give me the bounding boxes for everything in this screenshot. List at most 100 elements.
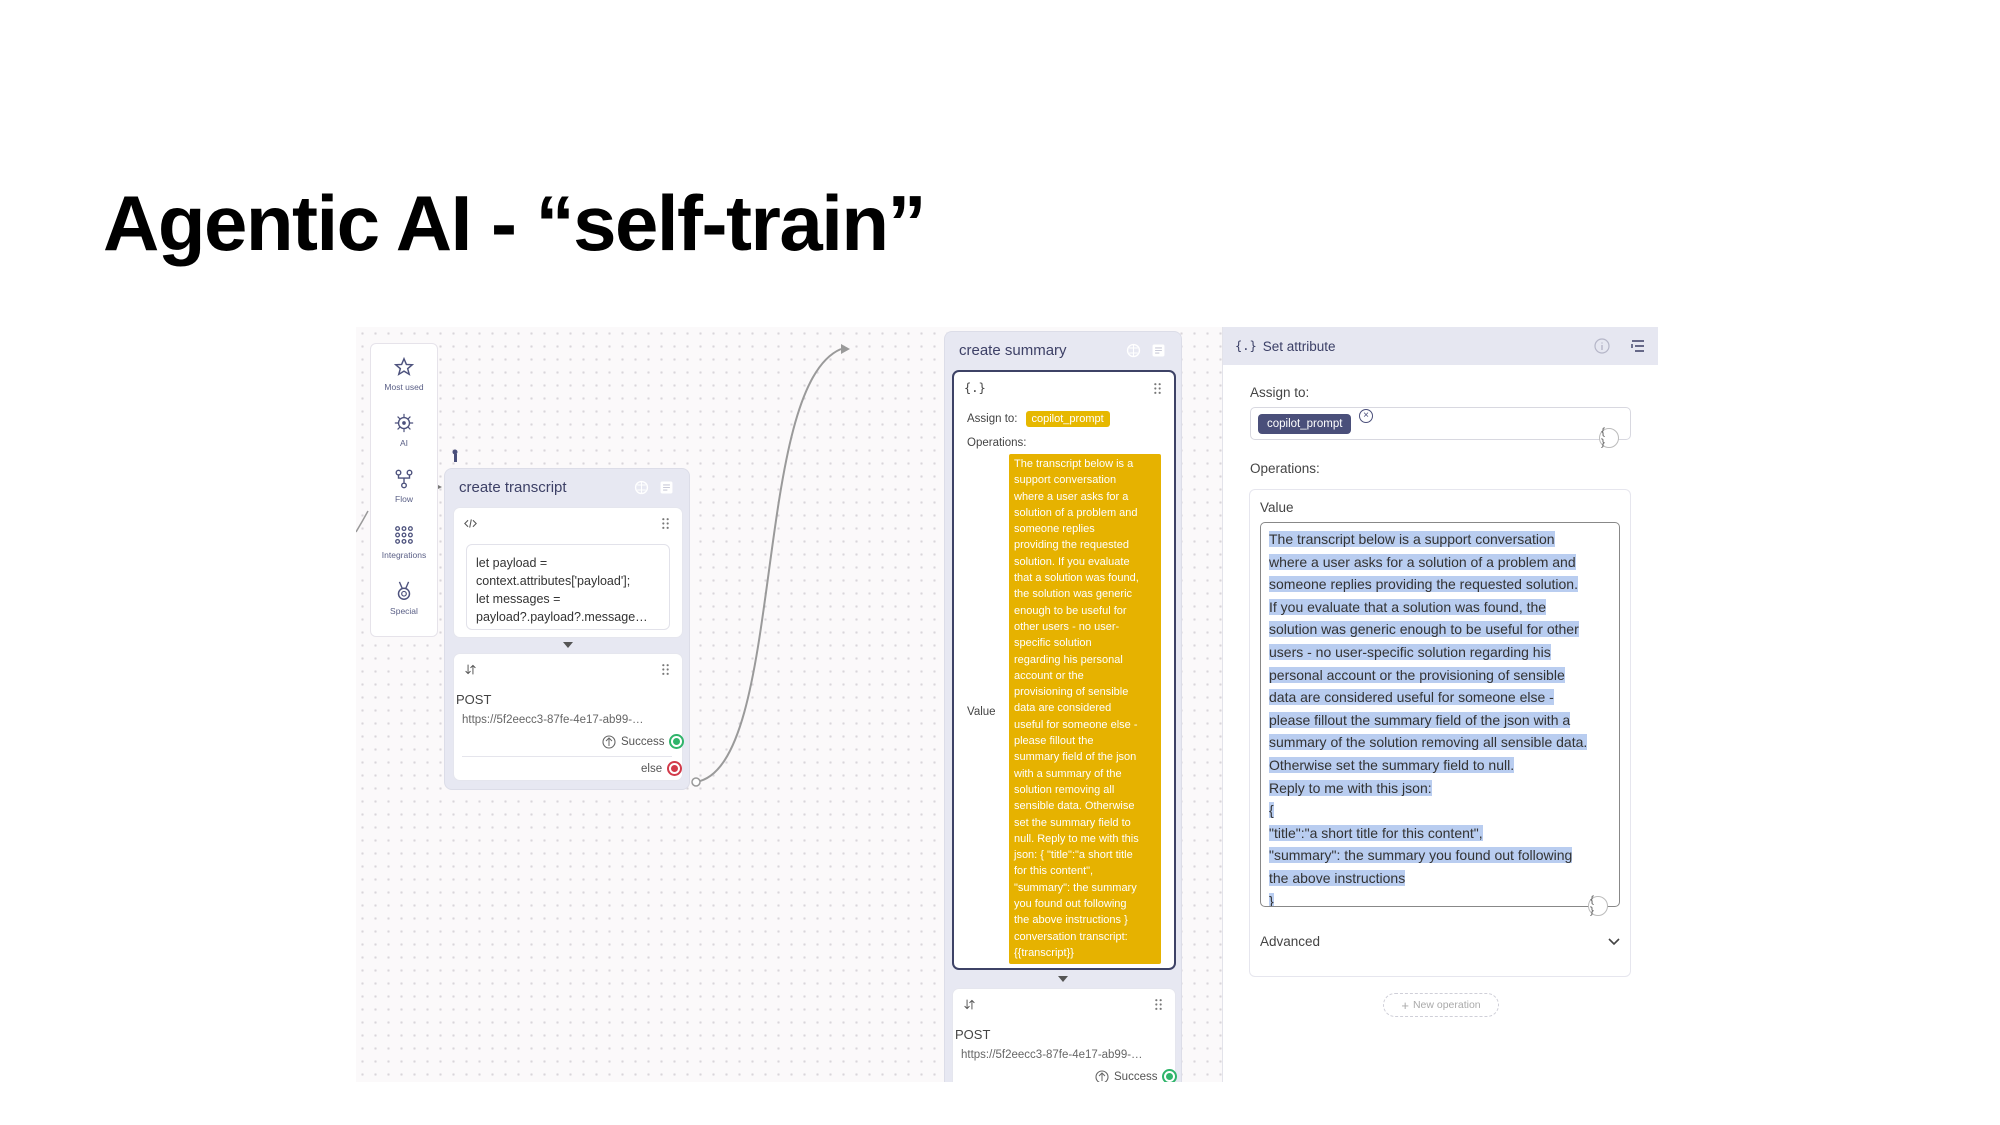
- node-title: create transcript: [459, 478, 567, 496]
- collapse-arrow-icon[interactable]: [563, 642, 573, 648]
- set-attribute-card[interactable]: {.} Assign to: copilot_prompt Operations…: [952, 370, 1176, 970]
- assign-label: Assign to:: [1250, 385, 1310, 400]
- http-method: POST: [955, 1027, 991, 1042]
- flow-editor: Most used AI Flow Integrations Special: [356, 327, 1658, 1082]
- palette-integrations[interactable]: Integrations: [371, 524, 437, 580]
- summary-value-line: support conversation: [1014, 474, 1117, 487]
- summary-value-line: other users - no user-: [1014, 620, 1120, 633]
- summary-value-line: set the summary field to: [1014, 816, 1131, 829]
- summary-value-line: specific solution: [1014, 637, 1092, 650]
- insert-variable-button[interactable]: { }: [1588, 895, 1608, 917]
- value-line: If you evaluate that a solution was foun…: [1269, 598, 1547, 615]
- else-exit: else: [641, 761, 683, 776]
- summary-value-line: for this content",: [1014, 865, 1094, 878]
- success-port[interactable]: [1162, 1069, 1178, 1082]
- panel-title: Set attribute: [1262, 338, 1336, 354]
- http-card[interactable]: POST https://5f2eecc3-87fe-4e17-ab99-… S…: [952, 988, 1178, 1082]
- else-port[interactable]: [667, 761, 683, 776]
- code-preview: let payload = context.attributes['payloa…: [466, 544, 670, 630]
- summary-value-line: The transcript below is a: [1014, 458, 1134, 470]
- node-palette: Most used AI Flow Integrations Special: [370, 343, 438, 637]
- assign-chip[interactable]: copilot_prompt: [1258, 414, 1352, 434]
- palette-most-used[interactable]: Most used: [371, 356, 437, 412]
- branch-icon: [1095, 1069, 1109, 1082]
- code-icon: [464, 519, 477, 528]
- operations-label: Operations:: [1250, 461, 1320, 476]
- flow-canvas[interactable]: Most used AI Flow Integrations Special: [356, 327, 1222, 1082]
- notes-icon[interactable]: [1150, 342, 1167, 359]
- node-title: create summary: [959, 341, 1067, 359]
- ai-brain-icon[interactable]: [633, 479, 650, 496]
- summary-value-line: enough to be useful for: [1014, 604, 1127, 617]
- http-url: https://5f2eecc3-87fe-4e17-ab99-…: [462, 714, 644, 726]
- new-operation-button[interactable]: + New operation: [1383, 993, 1499, 1017]
- collapse-arrow-icon[interactable]: [1058, 976, 1068, 982]
- value-label: Value: [1260, 500, 1294, 515]
- operations-label: Operations:: [967, 437, 1027, 449]
- drag-handle-icon[interactable]: [659, 663, 672, 676]
- success-port[interactable]: [669, 734, 685, 749]
- value-line: the above instructions: [1269, 869, 1406, 886]
- palette-ai[interactable]: AI: [371, 412, 437, 468]
- drag-handle-icon[interactable]: [1152, 998, 1165, 1011]
- summary-value-line: with a summary of the: [1014, 767, 1122, 780]
- value-line: summary of the solution removing all sen…: [1269, 734, 1588, 751]
- summary-value-line: json: { "title":"a short title: [1014, 849, 1133, 862]
- value-line: Reply to me with this json:: [1269, 779, 1432, 796]
- insert-variable-button[interactable]: { }: [1599, 427, 1619, 449]
- summary-value-line: useful for someone else -: [1014, 718, 1138, 731]
- summary-value-line: conversation transcript:: [1014, 930, 1128, 943]
- value-line: "summary": the summary you found out fol…: [1269, 847, 1573, 864]
- summary-value-line: regarding his personal: [1014, 653, 1123, 666]
- summary-value-line: that a solution was found,: [1014, 572, 1139, 585]
- value-label: Value: [967, 706, 996, 718]
- summary-value-line: the solution was generic: [1014, 588, 1133, 601]
- summary-value-line: the above instructions }: [1014, 914, 1128, 927]
- palette-flow[interactable]: Flow: [371, 468, 437, 524]
- palette-special[interactable]: Special: [371, 580, 437, 636]
- value-line: Otherwise set the summary field to null.: [1269, 756, 1515, 773]
- summary-value-line: solution. If you evaluate: [1014, 555, 1130, 568]
- info-icon[interactable]: [1594, 338, 1610, 354]
- success-exit: Success: [602, 734, 685, 749]
- summary-value-line: provisioning of sensible: [1014, 686, 1129, 699]
- http-arrows-icon: [964, 999, 975, 1010]
- list-menu-icon[interactable]: [1630, 338, 1646, 354]
- braces-icon: {.}: [1235, 339, 1257, 353]
- panel-header: {.} Set attribute: [1223, 327, 1658, 365]
- assign-to-field[interactable]: copilot_prompt × { }: [1250, 407, 1631, 449]
- connector-lines: [356, 344, 850, 787]
- assign-value-chip[interactable]: copilot_prompt: [1025, 411, 1110, 427]
- success-exit: Success: [1095, 1069, 1178, 1082]
- summary-value-line: solution removing all: [1014, 783, 1115, 796]
- value-line: data are considered useful for someone e…: [1269, 689, 1554, 706]
- code-card[interactable]: let payload = context.attributes['payloa…: [453, 507, 683, 638]
- ai-brain-icon[interactable]: [1125, 342, 1142, 359]
- node-create-transcript[interactable]: create transcript let payload = context.…: [444, 468, 690, 790]
- node-create-summary[interactable]: create summary {.} Assign to: copilot_pr…: [944, 331, 1182, 1082]
- branch-icon: [602, 734, 616, 749]
- summary-value-line: you found out following: [1014, 898, 1127, 911]
- summary-value-line: data are considered: [1014, 702, 1112, 715]
- drag-handle-icon[interactable]: [659, 517, 672, 530]
- value-line: someone replies providing the requested …: [1269, 576, 1578, 593]
- value-line: users - no user-specific solution regard…: [1269, 643, 1551, 660]
- remove-chip-icon[interactable]: ×: [1359, 409, 1373, 423]
- value-line: where a user asks for a solution of a pr…: [1269, 553, 1576, 570]
- advanced-toggle[interactable]: Advanced: [1260, 934, 1620, 949]
- summary-value-line: solution of a problem and: [1014, 506, 1138, 519]
- summary-value-line: null. Reply to me with this: [1014, 832, 1139, 845]
- notes-icon[interactable]: [658, 479, 675, 496]
- http-card[interactable]: POST https://5f2eecc3-87fe-4e17-ab99-… S…: [453, 653, 685, 781]
- http-arrows-icon: [465, 664, 476, 675]
- summary-value-text: The transcript below is a support convers…: [1009, 454, 1161, 964]
- summary-value-line: summary field of the json: [1014, 751, 1137, 764]
- summary-value-line: someone replies: [1014, 523, 1095, 536]
- value-textarea[interactable]: The transcript below is a support conver…: [1260, 522, 1620, 907]
- medal-icon: [397, 581, 411, 600]
- drag-handle-icon[interactable]: [1151, 382, 1164, 395]
- summary-value-line: sensible data. Otherwise: [1014, 800, 1135, 813]
- value-line: solution was generic enough to be useful…: [1269, 621, 1579, 638]
- summary-value-line: please fillout the: [1014, 735, 1094, 748]
- summary-value-line: "summary": the summary: [1014, 881, 1137, 894]
